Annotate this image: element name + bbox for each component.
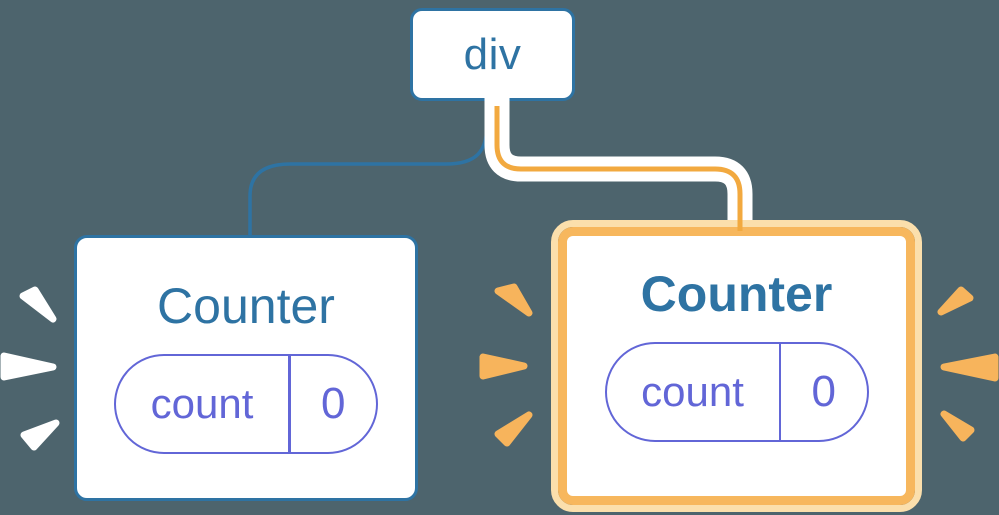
- state-pill-right: count 0: [604, 342, 869, 442]
- spark-icon: [494, 283, 533, 317]
- spark-icon: [0, 352, 57, 381]
- state-key-left: count: [150, 380, 254, 427]
- counter-card-right-highlight: Counter count 0: [551, 220, 922, 512]
- pill-divider: [778, 344, 781, 440]
- spark-icon: [494, 411, 533, 447]
- state-value-cell: 0: [291, 356, 377, 452]
- spark-icon: [937, 286, 974, 316]
- tree-node-div-label: div: [463, 29, 522, 79]
- spark-burst-left: [0, 286, 60, 451]
- counter-title-right: Counter: [640, 266, 833, 322]
- connector-blue: [248, 103, 489, 238]
- spark-burst-right: [937, 286, 999, 442]
- pill-divider: [288, 356, 291, 452]
- state-value-cell: 0: [781, 344, 867, 440]
- state-pill-left: count 0: [114, 354, 378, 454]
- state-value-left: 0: [321, 379, 346, 428]
- connector-orange-casing: [484, 95, 753, 220]
- connector-orange: [494, 106, 743, 231]
- spark-burst-middle: [479, 283, 533, 447]
- counter-card-left: Counter count 0: [74, 235, 418, 501]
- state-key-cell: count: [116, 356, 288, 452]
- spark-icon: [940, 410, 975, 442]
- spark-icon: [940, 353, 999, 382]
- spark-icon: [20, 419, 60, 451]
- counter-title-left: Counter: [157, 278, 335, 334]
- state-key-cell: count: [607, 344, 779, 440]
- state-key-right: count: [641, 368, 744, 415]
- tree-node-div: div: [410, 8, 575, 101]
- spark-icon: [19, 286, 57, 323]
- spark-icon: [479, 353, 528, 380]
- counter-card-right: Counter count 0: [558, 227, 915, 505]
- state-value-right: 0: [811, 367, 836, 416]
